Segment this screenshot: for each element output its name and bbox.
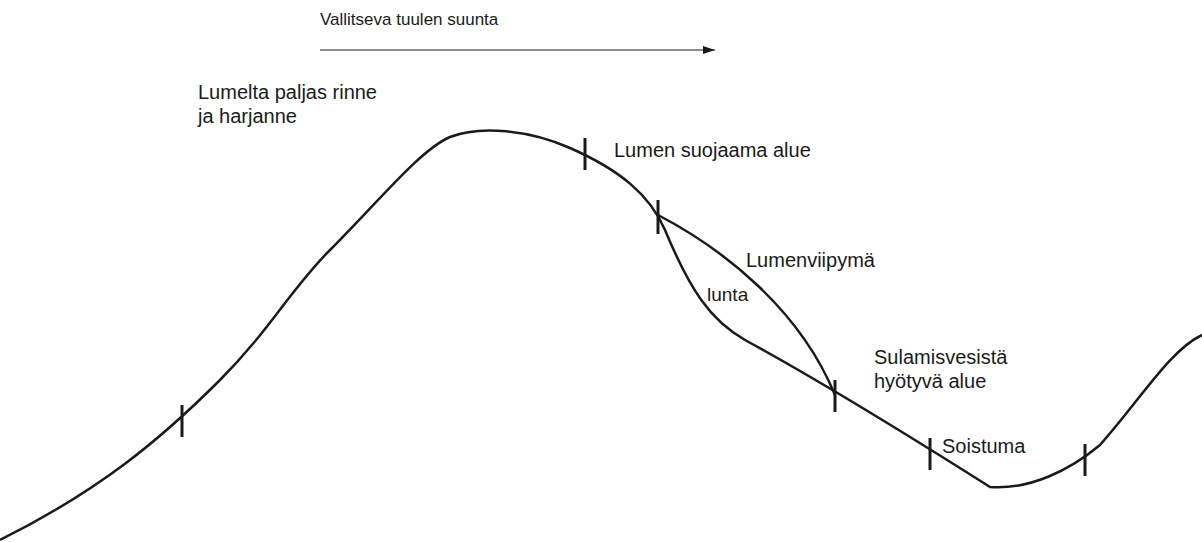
zone-ticks	[182, 138, 1085, 476]
ground-line	[0, 130, 1202, 540]
zone-label: Lumelta paljas rinne ja harjanne	[198, 80, 398, 128]
wind-direction-label: Vallitseva tuulen suunta	[320, 8, 498, 32]
zone-label: Sulamisvesistä hyötyvä alue	[874, 345, 1007, 393]
zone-label: Soistuma	[942, 434, 1025, 458]
wind-arrow	[320, 49, 715, 50]
snow-drift-surface	[658, 215, 835, 395]
snow-label: lunta	[707, 283, 748, 307]
drift-label: Lumenviipymä	[746, 248, 875, 272]
zone-label: Lumen suojaama alue	[614, 138, 811, 162]
